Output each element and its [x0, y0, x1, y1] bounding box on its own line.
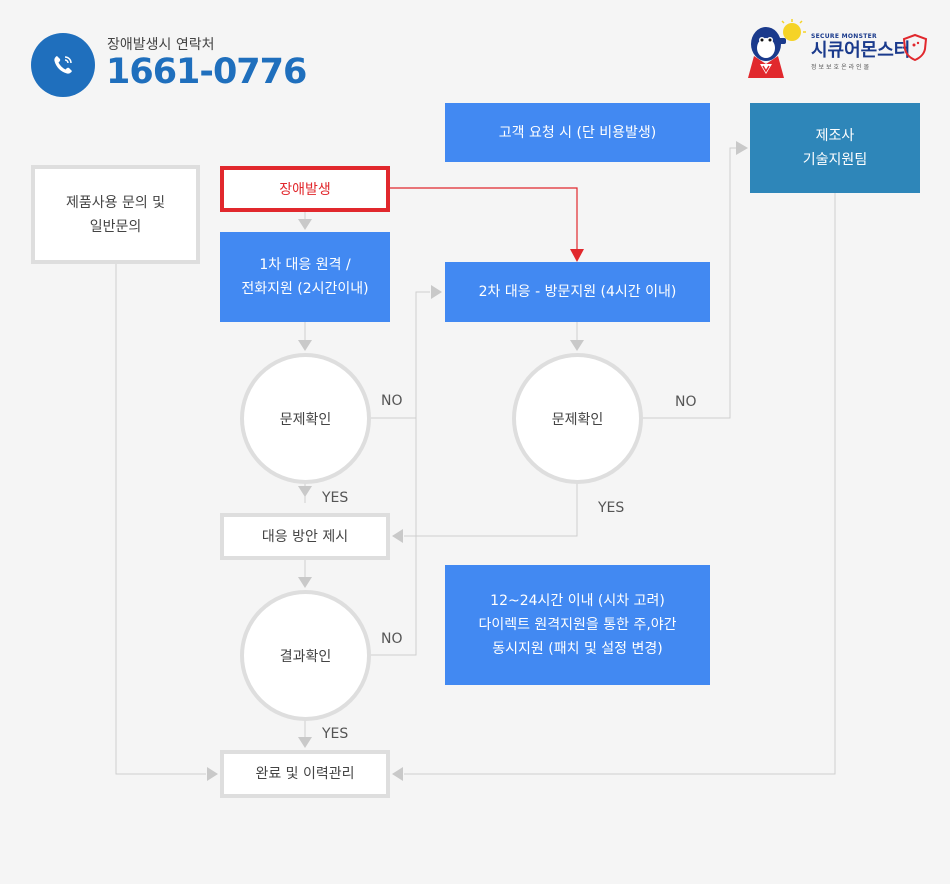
- monster-mascot-icon: [748, 19, 806, 78]
- complete-box: 완료 및 이력관리: [220, 750, 390, 798]
- manufacturer-support-box: 제조사 기술지원팀: [750, 103, 920, 193]
- phone-number: 1661-0776: [106, 52, 307, 92]
- check-problem-circle-1: 문제확인: [240, 353, 371, 484]
- phone-button[interactable]: [31, 33, 95, 97]
- check-problem-2-text: 문제확인: [551, 411, 604, 428]
- check-result-text: 결과확인: [279, 648, 332, 665]
- incident-text: 장애발생: [279, 182, 331, 198]
- yes-label-1: YES: [322, 490, 349, 506]
- no-label-1: NO: [381, 393, 403, 409]
- general-inquiry-box: 제품사용 문의 및 일반문의: [31, 165, 200, 264]
- phone-icon: [54, 56, 72, 74]
- complete-text: 완료 및 이력관리: [255, 766, 355, 782]
- manufacturer-line2: 기술지원팀: [802, 152, 868, 168]
- logo-name: 시큐어몬스터: [811, 40, 911, 61]
- logo-caption: 정보보호온라인몰: [811, 64, 872, 71]
- general-inquiry-line2: 일반문의: [89, 218, 142, 235]
- shield-icon: [903, 33, 928, 61]
- check-result-circle: 결과확인: [240, 590, 371, 721]
- yes-label-2: YES: [598, 500, 625, 516]
- manufacturer-line1: 제조사: [815, 128, 855, 144]
- first-response-box: 1차 대응 원격 / 전화지원 (2시간이내): [220, 232, 390, 322]
- yes-label-3: YES: [322, 726, 349, 742]
- second-response-text: 2차 대응 - 방문지원 (4시간 이내): [478, 284, 677, 300]
- incident-box: 장애발생: [220, 166, 390, 212]
- propose-solution-box: 대응 방안 제시: [220, 513, 390, 560]
- no-label-3: NO: [381, 631, 403, 647]
- overseas-line3: 동시지원 (패치 및 설정 변경): [492, 641, 663, 657]
- overseas-line2: 다이렉트 원격지원을 통한 주,야간: [478, 617, 677, 633]
- customer-request-text: 고객 요청 시 (단 비용발생): [498, 124, 657, 141]
- overseas-support-box: 12~24시간 이내 (시차 고려) 다이렉트 원격지원을 통한 주,야간 동시…: [445, 565, 710, 685]
- no-label-2: NO: [675, 394, 697, 410]
- second-response-box: 2차 대응 - 방문지원 (4시간 이내): [445, 262, 710, 322]
- logo: SECURE MONSTER 시큐어몬스터 정보보호온라인몰: [811, 33, 928, 71]
- logo-mascot: [740, 18, 808, 86]
- overseas-line1: 12~24시간 이내 (시차 고려): [490, 593, 665, 609]
- propose-solution-text: 대응 방안 제시: [261, 528, 349, 545]
- first-response-line2: 전화지원 (2시간이내): [241, 281, 369, 297]
- check-problem-1-text: 문제확인: [279, 411, 332, 428]
- general-inquiry-line1: 제품사용 문의 및: [65, 194, 166, 211]
- first-response-line1: 1차 대응 원격 /: [259, 257, 351, 273]
- customer-request-box: 고객 요청 시 (단 비용발생): [445, 103, 710, 162]
- contact-label: 장애발생시 연락처: [107, 37, 215, 53]
- logo-subtitle: SECURE MONSTER: [811, 33, 877, 40]
- check-problem-circle-2: 문제확인: [512, 353, 643, 484]
